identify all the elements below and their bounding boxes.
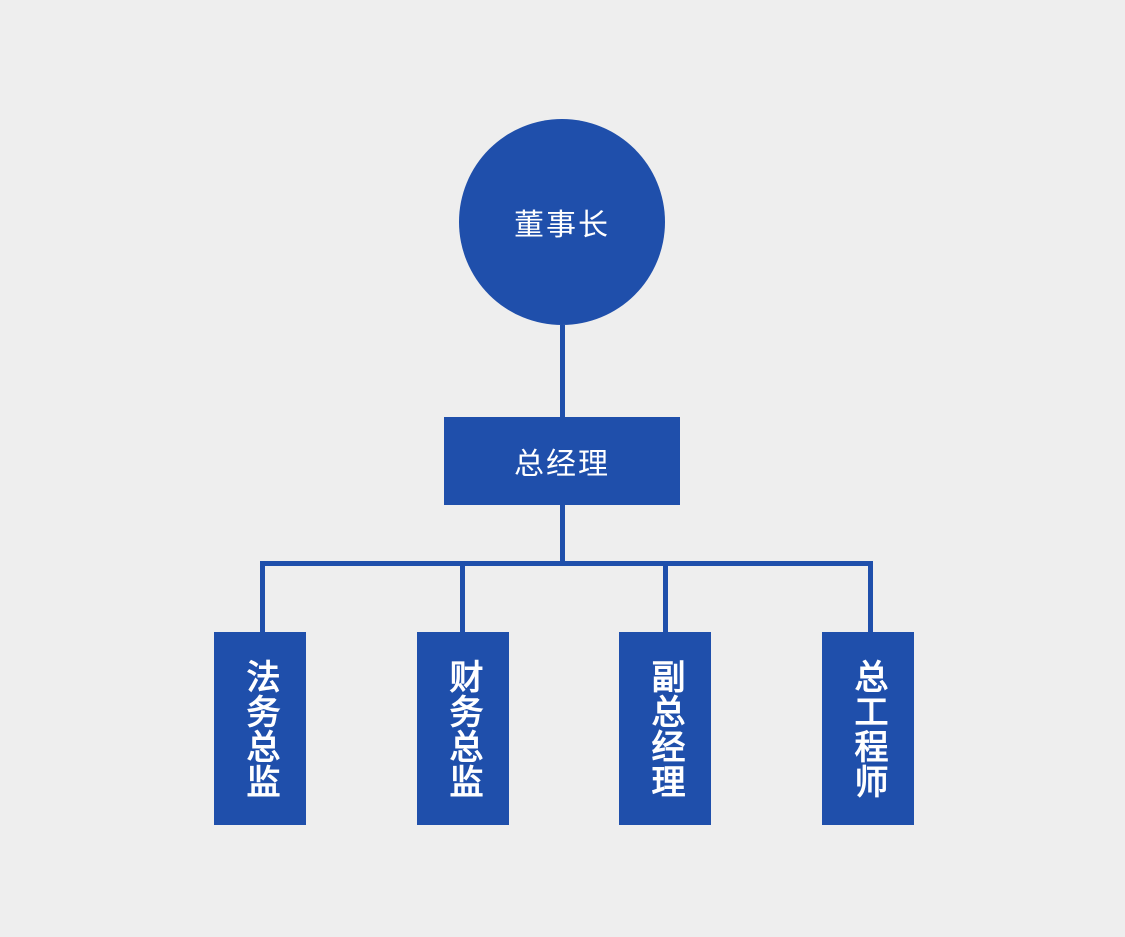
node-finance-director[interactable]: 财务总监 xyxy=(417,632,509,825)
node-general-manager-label: 总经理 xyxy=(514,448,610,481)
node-chief-engineer-label: 总工程师 xyxy=(849,658,888,799)
connector-bus-to-leaf-3 xyxy=(868,561,873,632)
connector-root-to-gm xyxy=(560,325,565,417)
connector-bus-to-leaf-1 xyxy=(460,561,465,632)
node-general-manager[interactable]: 总经理 xyxy=(444,417,680,505)
node-legal-director[interactable]: 法务总监 xyxy=(214,632,306,825)
connector-bus-to-leaf-0 xyxy=(260,561,265,632)
node-chairman-label: 董事长 xyxy=(514,209,610,242)
connector-bus-to-leaf-2 xyxy=(663,561,668,632)
node-finance-director-label: 财务总监 xyxy=(444,658,483,799)
node-chief-engineer[interactable]: 总工程师 xyxy=(822,632,914,825)
node-deputy-general-manager-label: 副总经理 xyxy=(646,658,685,799)
node-deputy-general-manager[interactable]: 副总经理 xyxy=(619,632,711,825)
node-legal-director-label: 法务总监 xyxy=(241,658,280,799)
connector-horizontal-bus xyxy=(260,561,873,566)
connector-gm-to-bus xyxy=(560,505,565,565)
node-chairman[interactable]: 董事长 xyxy=(459,119,665,325)
